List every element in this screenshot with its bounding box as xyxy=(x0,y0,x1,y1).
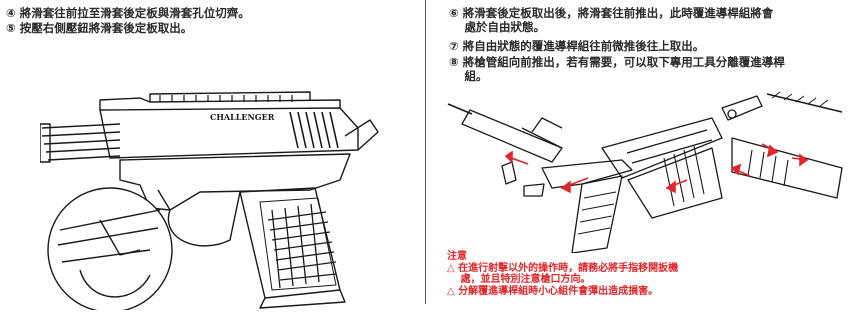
notice-title: 注意 xyxy=(447,251,467,262)
safety-notice: 注意 △ 在進行射擊以外的操作時，請務必將手指移開扳機 處，並且特別注意槍口方向… xyxy=(447,251,678,297)
notice-line: 處，並且特別注意槍口方向。 xyxy=(447,274,591,285)
notice-line: △ 分解覆進導桿組時小心組件會彈出造成損害。 xyxy=(447,285,659,297)
notice-line: △ 在進行射擊以外的操作時，請務必將手指移開扳機 xyxy=(447,262,679,274)
disassembly-illustration xyxy=(447,91,843,253)
step-6-continuation: 處於自由狀態。 xyxy=(449,20,546,34)
step-8-continuation: 組。 xyxy=(449,69,488,83)
step-7-text: ⑦ 將自由狀態的覆進導桿組往前微推後往上取出。 xyxy=(449,39,705,53)
slide-engraving: CHALLENGER xyxy=(210,112,275,122)
step-4-text: ④ 將滑套往前拉至滑套後定板與滑套孔位切齊。 xyxy=(6,6,250,20)
step-5-text: ⑤ 按壓右側壓鈕將滑套後定板取出。 xyxy=(6,21,193,35)
step-6-text: ⑥ 將滑套後定板取出後，將滑套往前推出，此時覆進導桿組將會 xyxy=(449,6,774,20)
column-divider xyxy=(425,0,426,304)
step-8-text: ⑧ 將槍管組向前推出，若有需要，可以取下專用工具分離覆進導桿 xyxy=(449,55,785,69)
pistol-slide-plate-illustration: CHALLENGER xyxy=(40,91,379,310)
